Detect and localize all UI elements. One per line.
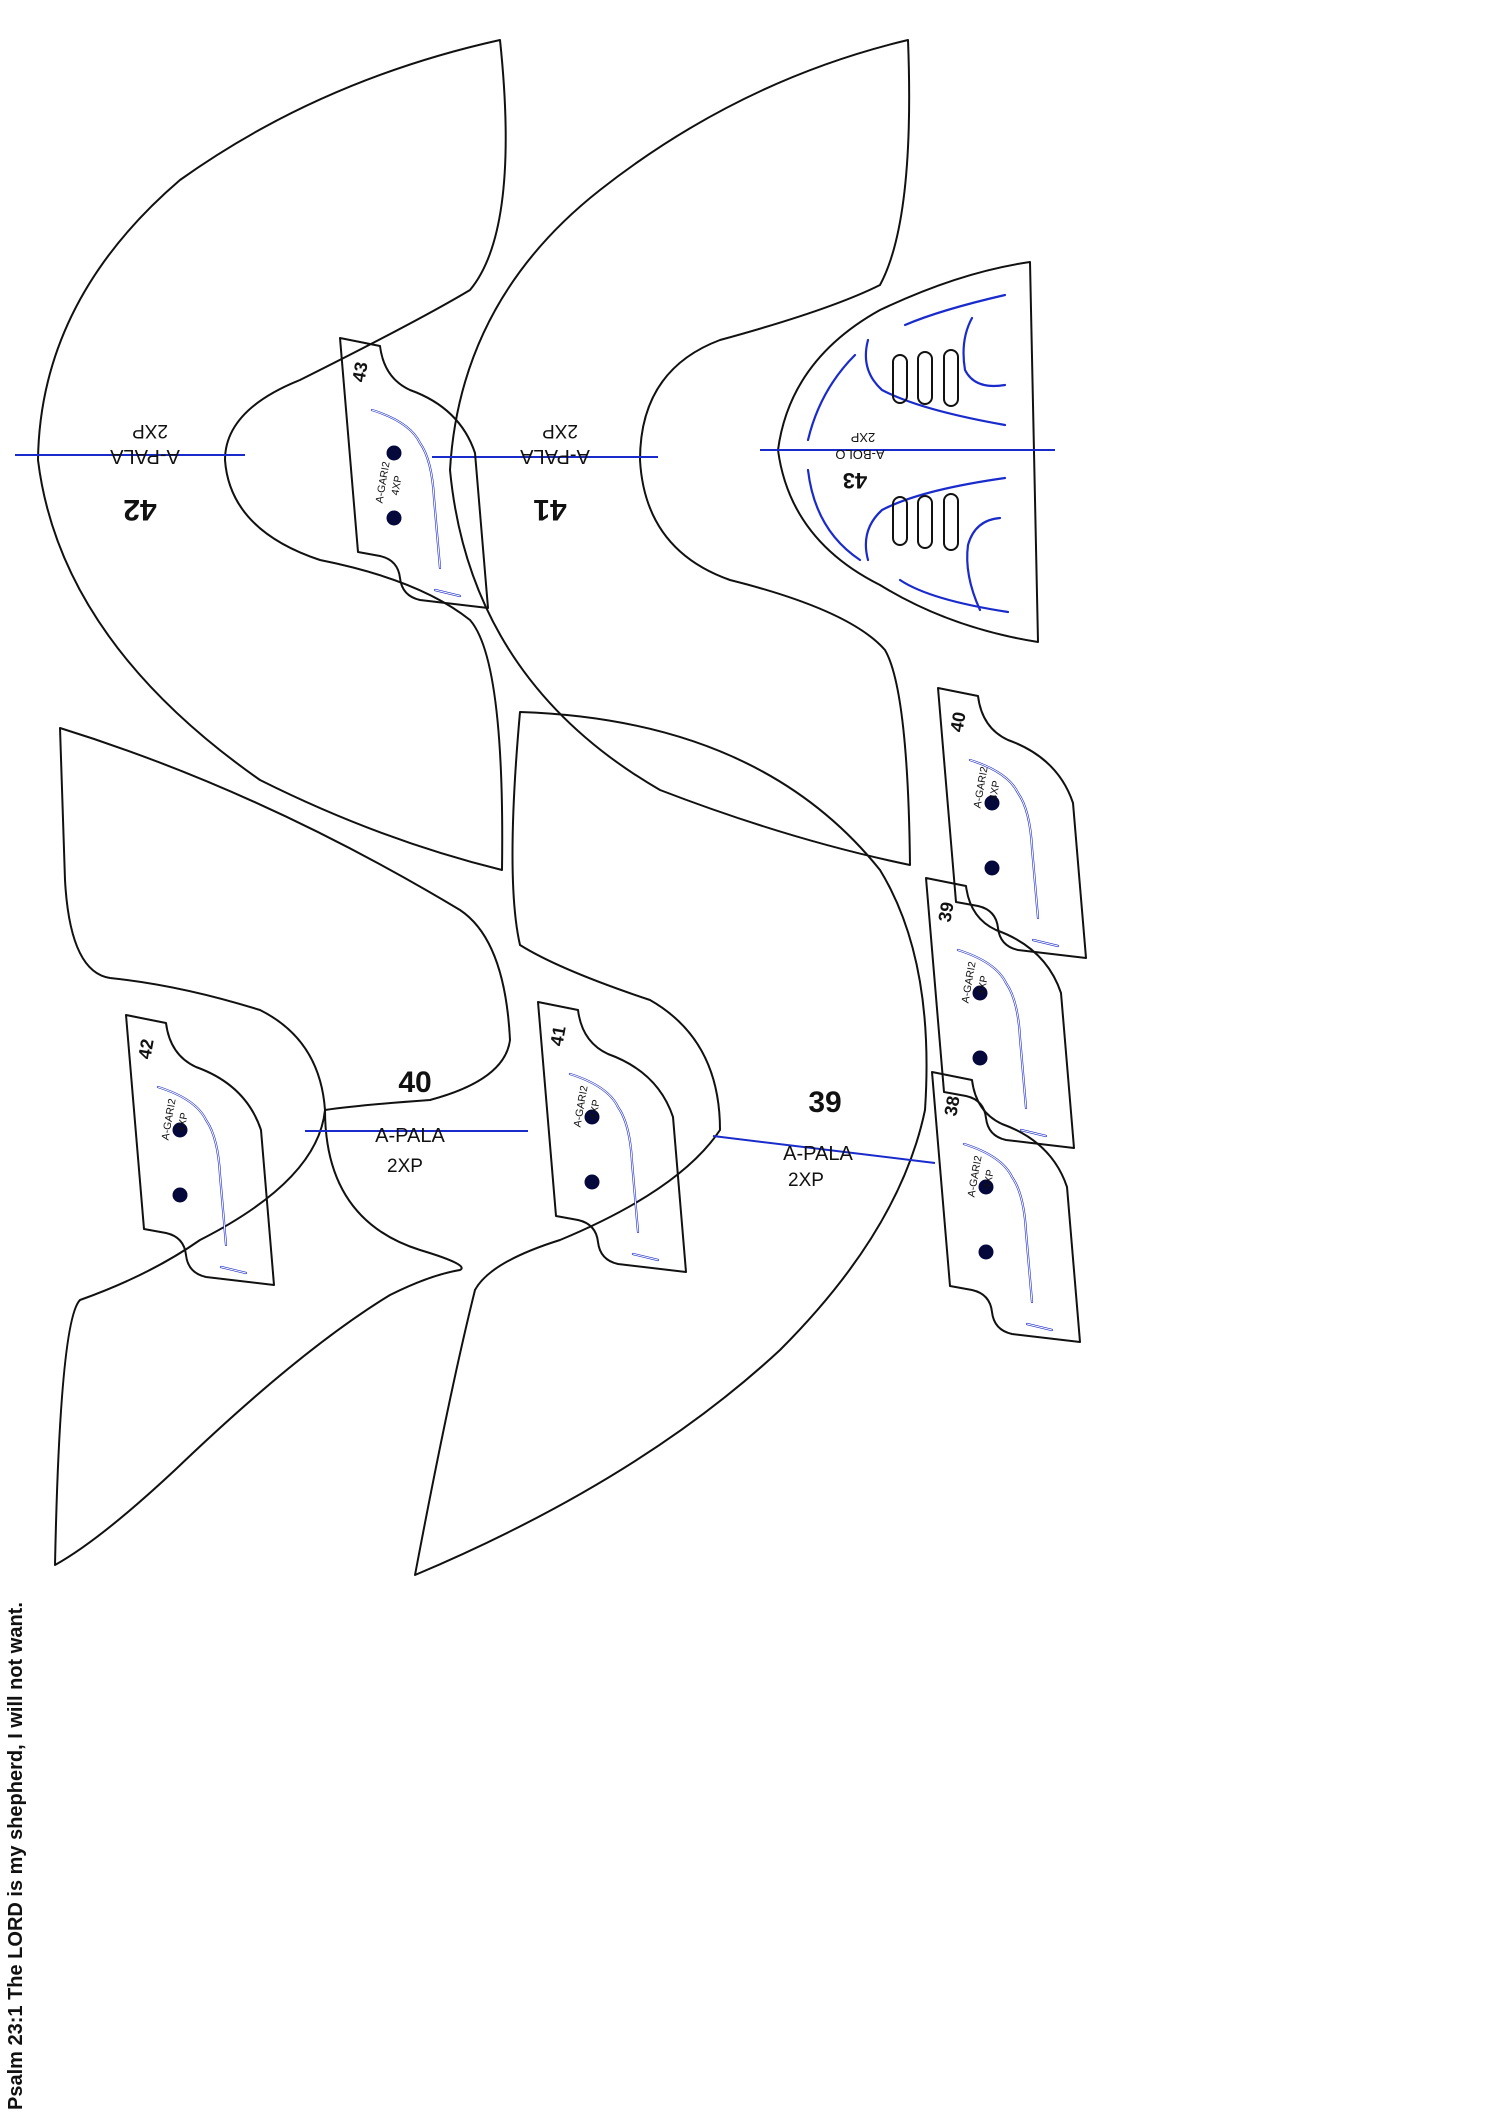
part-code-39: A-PALA [783,1143,853,1165]
part-code-41: A-PALA [520,445,590,467]
quantity-42: 2XP [132,420,168,441]
gari-qty-40: 4XP [987,780,1002,802]
gari-qty-38: 4XP [981,1169,996,1191]
quantity-41: 2XP [542,420,578,441]
quantity-39: 2XP [788,1170,824,1191]
piece-number-42: 42 [123,493,156,526]
gari-tab-40: 40 A-GARI2 4XP [936,686,1088,960]
pattern-piece-41: 41 A-PALA 2XP [432,39,911,866]
gari-qty-41: 4XP [587,1099,602,1121]
gari-number-40: 40 [947,710,970,733]
piece-number-43: 43 [843,468,867,493]
gari-qty-39: 4XP [975,975,990,997]
piece-number-40: 40 [398,1066,431,1099]
pattern-piece-42: 42 A-PALA 2XP [15,39,507,871]
gari-number-41: 41 [547,1024,570,1047]
piece-number-41: 41 [533,493,566,526]
gari-number-39: 39 [935,900,958,923]
gari-number-42: 42 [135,1037,158,1060]
gari-tab-42: 42 A-GARI2 4XP [124,1013,276,1287]
pattern-piece-43-bolo: 43 A-BOLO 2XP [760,261,1055,643]
part-code-43: A-BOLO [835,447,884,462]
gari-tab-41: 41 A-GARI2 4XP [536,1000,688,1274]
quantity-43: 2XP [851,430,876,445]
pattern-piece-39: 39 A-PALA 2XP [414,711,936,1576]
gari-tab-39: 39 A-GARI2 4XP [924,876,1076,1150]
pattern-piece-40: 40 A-PALA 2XP [54,727,528,1566]
gari-number-38: 38 [941,1094,964,1117]
gari-part-43: A-GARI2 [373,461,392,505]
part-code-42: A-PALA [110,445,180,467]
gari-qty-42: 4XP [175,1112,190,1134]
gari-number-43: 43 [349,360,372,383]
gari-qty-43: 4XP [389,475,404,497]
scripture-caption: Psalm 23:1 The LORD is my shepherd, I wi… [5,1602,27,2110]
part-code-40: A-PALA [375,1125,445,1147]
gari-tab-38: 38 A-GARI2 4XP [930,1070,1082,1344]
quantity-40: 2XP [387,1156,423,1177]
center-guide-39 [712,1135,936,1164]
piece-number-39: 39 [808,1086,841,1119]
